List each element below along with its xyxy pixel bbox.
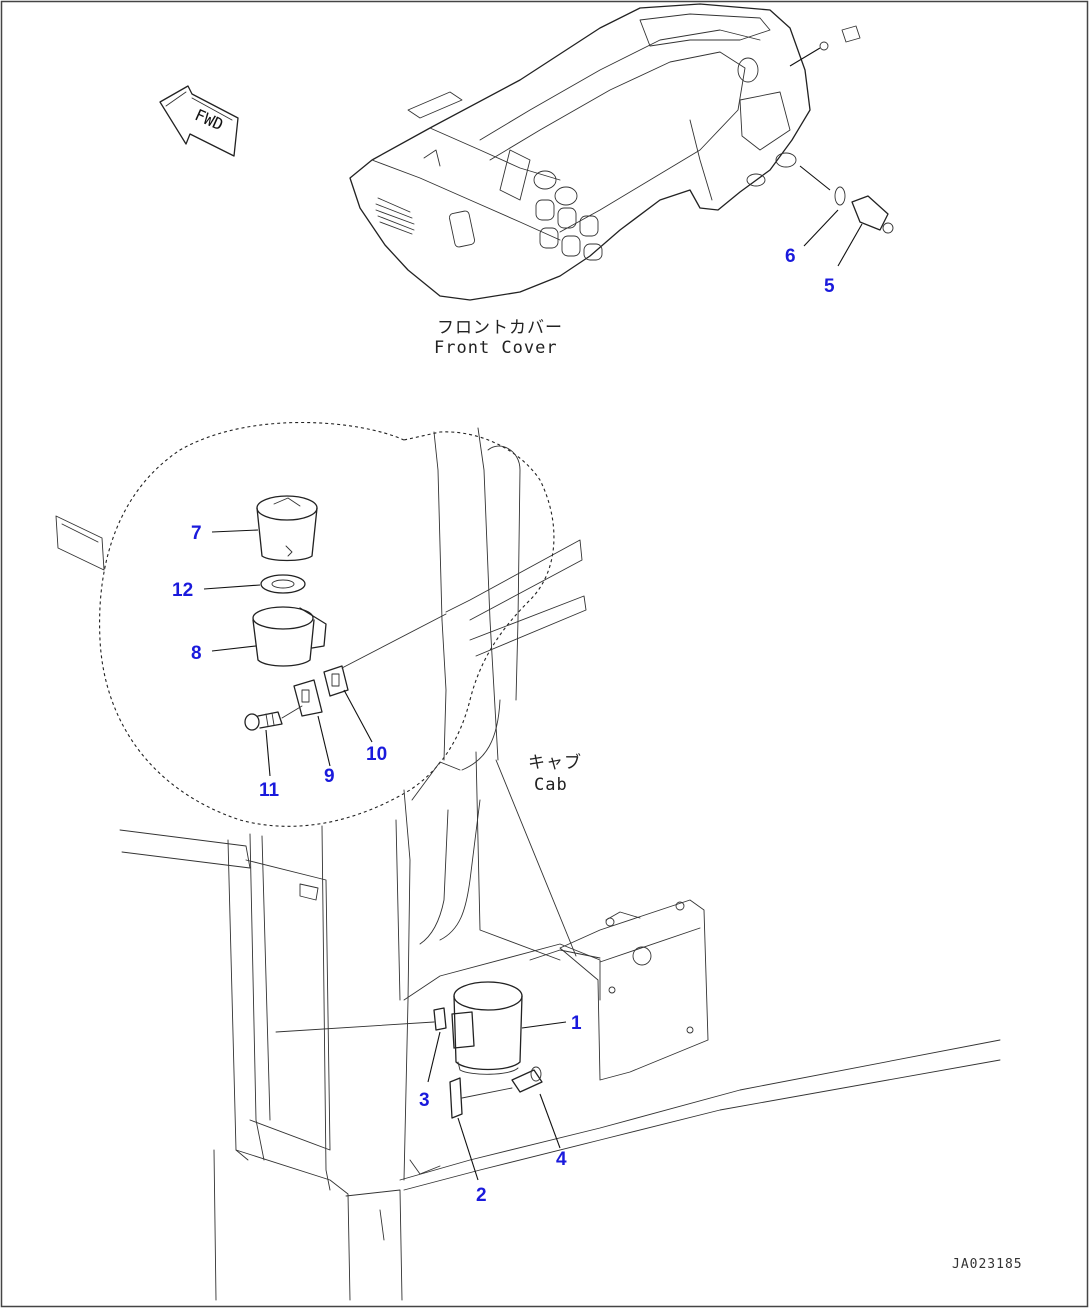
cup-holder-assembly-drawing <box>275 981 567 1181</box>
part-number-3: 3 <box>419 1090 430 1111</box>
cab-structure-drawing <box>55 427 1001 1301</box>
front-cover-drawing <box>349 3 894 301</box>
detail-callout-bubble <box>99 421 555 827</box>
part-number-11: 11 <box>259 780 280 801</box>
part-number-2: 2 <box>476 1185 487 1206</box>
part-number-1: 1 <box>571 1013 582 1034</box>
front-cover-label-en: Front Cover <box>434 338 558 358</box>
part-number-7: 7 <box>191 523 202 544</box>
part-number-10: 10 <box>366 744 387 765</box>
fwd-arrow-icon: FWD <box>159 85 239 157</box>
cab-label-jp: キャブ <box>528 752 582 773</box>
part-number-8: 8 <box>191 643 202 664</box>
front-cover-label-jp: フロントカバー <box>437 318 563 338</box>
part-number-12: 12 <box>172 580 193 601</box>
part-number-5: 5 <box>824 276 835 297</box>
part-number-6: 6 <box>785 246 796 267</box>
detail-parts-drawing <box>203 495 447 777</box>
part-number-9: 9 <box>324 766 335 787</box>
drawing-id: JA023185 <box>952 1257 1023 1272</box>
part-number-4: 4 <box>556 1149 567 1170</box>
cab-label-en: Cab <box>534 775 568 795</box>
